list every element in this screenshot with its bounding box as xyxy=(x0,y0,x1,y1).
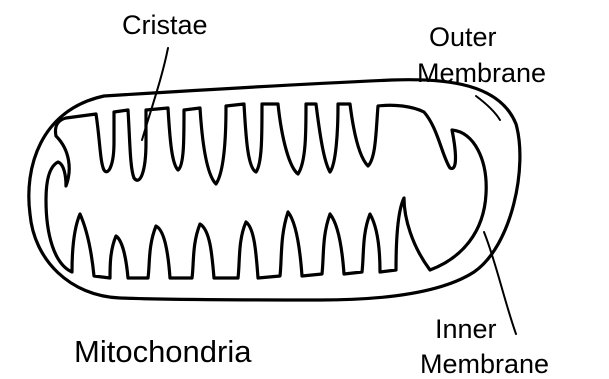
outer-membrane-label: Outer Membrane xyxy=(417,22,546,88)
inner-membrane-label-line1: Inner xyxy=(435,314,497,344)
inner-membrane-label: Inner Membrane xyxy=(420,314,549,379)
inner-membrane xyxy=(46,104,486,278)
outer-membrane-label-line1: Outer xyxy=(429,22,497,52)
outer-membrane xyxy=(29,80,520,300)
diagram-title: Mitochondria xyxy=(74,334,252,369)
inner-membrane-label-line2: Membrane xyxy=(420,349,549,379)
outer-membrane-label-line2: Membrane xyxy=(417,58,546,88)
cristae-label: Cristae xyxy=(122,10,208,40)
